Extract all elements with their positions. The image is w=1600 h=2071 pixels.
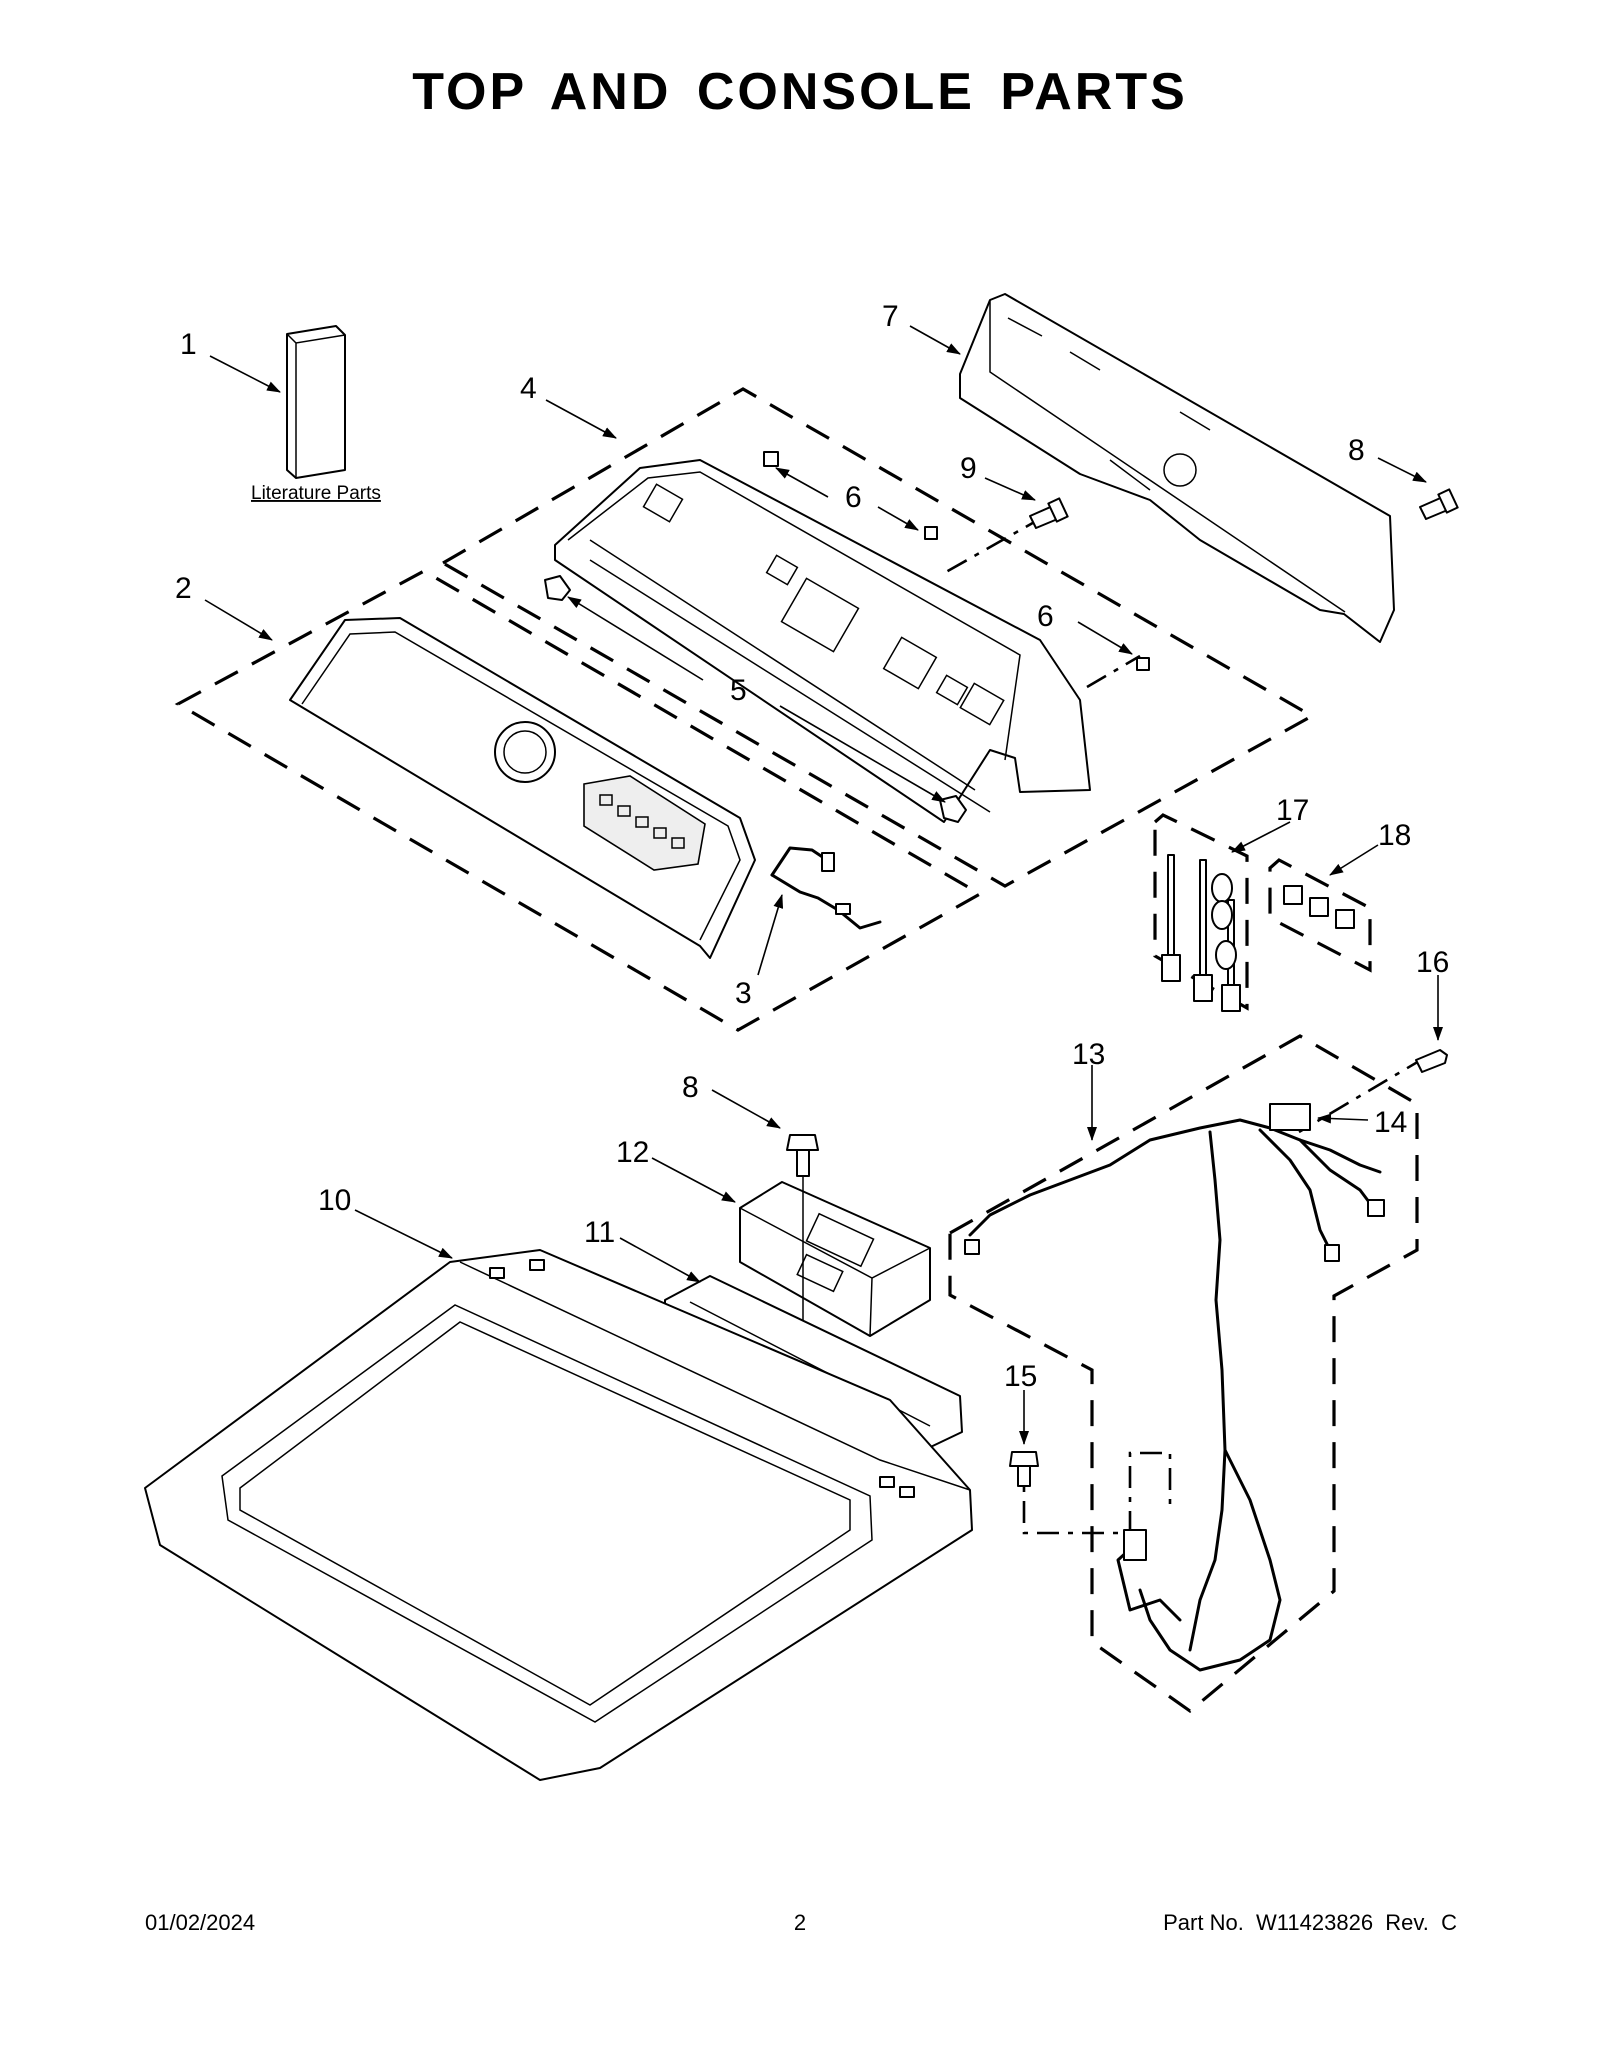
- control-board: [739, 1181, 931, 1337]
- footer-part-number: Part No. W11423826 Rev. C: [1163, 1910, 1457, 1935]
- clip-6-lower: [1136, 657, 1150, 671]
- screw-9: [1029, 497, 1069, 529]
- control-panel-harness: [770, 846, 882, 930]
- leader-8a: [1377, 457, 1427, 483]
- callout-3: 3: [735, 977, 752, 1010]
- callout-13: 13: [1072, 1038, 1105, 1071]
- leader-1: [209, 355, 281, 393]
- callout-17: 17: [1276, 794, 1309, 827]
- callout-12: 12: [616, 1136, 649, 1169]
- console-clip-right: [939, 795, 967, 823]
- control-panel-group-box: [174, 569, 984, 1032]
- leader-3: [757, 894, 784, 976]
- harness-group-box: [948, 1034, 1419, 1714]
- leader-7: [909, 325, 961, 355]
- callout-9: 9: [960, 452, 977, 485]
- callout-2: 2: [175, 572, 192, 605]
- screw-8-upper: [1419, 488, 1459, 520]
- leader-2: [204, 599, 273, 641]
- leader-6a: [775, 467, 829, 498]
- console-clip-left: [544, 575, 571, 601]
- callout-7: 7: [882, 300, 899, 333]
- literature-booklet: [286, 325, 346, 479]
- clip-6-upper: [763, 451, 779, 467]
- top-panel: [144, 1249, 973, 1781]
- leader-17: [1231, 821, 1291, 853]
- main-wire-harness: [964, 1103, 1385, 1672]
- cable-ties: [1161, 854, 1241, 1012]
- literature-parts-label: Literature Parts: [251, 483, 381, 504]
- callout-16: 16: [1416, 946, 1449, 979]
- screw-9-guide: [945, 514, 1046, 574]
- console-group-box: [439, 387, 1316, 888]
- callout-8-upper: 8: [1348, 434, 1365, 467]
- leader-5a: [567, 596, 704, 681]
- footer-page-number: 2: [793, 1910, 807, 1935]
- leader-5b: [779, 705, 946, 803]
- leader-12: [651, 1157, 736, 1203]
- callout-4: 4: [520, 372, 537, 405]
- callout-15: 15: [1004, 1360, 1037, 1393]
- callout-6-lower: 6: [1037, 600, 1054, 633]
- leader-6c: [1077, 621, 1133, 655]
- callout-5: 5: [730, 674, 747, 707]
- leader-6b: [877, 506, 919, 531]
- console: [554, 459, 1091, 823]
- wire-clips: [1283, 885, 1355, 929]
- callout-8-lower: 8: [682, 1071, 699, 1104]
- harness-connector-14: [1269, 1103, 1311, 1131]
- control-panel: [289, 617, 756, 959]
- leader-18: [1329, 844, 1379, 876]
- clips-group-box: [1268, 858, 1372, 973]
- leader-14: [1317, 1113, 1369, 1124]
- page-title: TOP AND CONSOLE PARTS: [412, 63, 1188, 121]
- leader-10: [354, 1209, 453, 1259]
- callout-10: 10: [318, 1184, 351, 1217]
- callout-1: 1: [180, 328, 197, 361]
- ties-group-box: [1153, 813, 1249, 1011]
- console-back-bracket: [959, 293, 1395, 643]
- screw-15: [1009, 1451, 1039, 1487]
- callout-6-upper: 6: [845, 481, 862, 514]
- screw-8-guide: [1086, 654, 1141, 689]
- leader-4: [545, 399, 617, 439]
- leader-11: [619, 1237, 701, 1283]
- leader-9: [984, 477, 1036, 501]
- screw-16: [1415, 1049, 1448, 1073]
- callout-18: 18: [1378, 819, 1411, 852]
- leader-8b: [711, 1089, 781, 1129]
- footer-date: 01/02/2024: [145, 1910, 256, 1935]
- clip-6-middle: [924, 526, 938, 540]
- callout-14: 14: [1374, 1106, 1407, 1139]
- callout-11: 11: [584, 1216, 615, 1249]
- screw-15-guide: [1022, 1451, 1172, 1535]
